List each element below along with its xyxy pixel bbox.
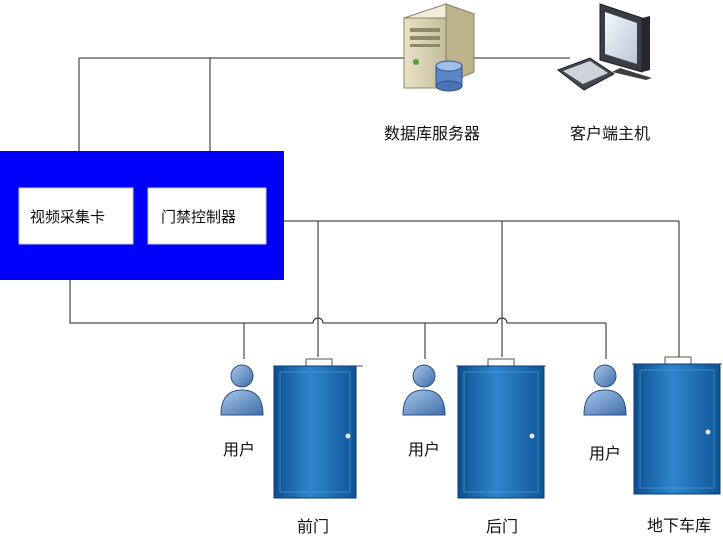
edge-user-bus xyxy=(69,244,606,324)
connection-lines xyxy=(69,57,680,359)
node-access-controller xyxy=(147,187,267,245)
database-cylinder-icon xyxy=(435,60,463,92)
user-front-icon xyxy=(220,364,264,416)
door-front-label: 前门 xyxy=(297,517,330,536)
node-video-card xyxy=(18,187,134,245)
client-computer-icon xyxy=(556,3,652,91)
access-controller-label: 门禁控制器 xyxy=(161,208,237,226)
user-back-icon xyxy=(402,364,446,416)
user-back-label: 用户 xyxy=(408,440,441,459)
user-garage-label: 用户 xyxy=(589,444,622,463)
door-garage-icon xyxy=(632,356,722,495)
door-back-label: 后门 xyxy=(486,517,519,536)
db-server-label: 数据库服务器 xyxy=(384,124,481,143)
door-front-icon xyxy=(273,358,363,499)
video-card-label: 视频采集卡 xyxy=(30,208,106,226)
user-front-label: 用户 xyxy=(223,440,256,459)
client-label: 客户端主机 xyxy=(570,124,651,143)
door-garage-label: 地下车库 xyxy=(647,516,712,535)
door-back-icon xyxy=(456,358,546,499)
database-server-icon xyxy=(402,3,476,92)
user-garage-icon xyxy=(583,364,627,416)
